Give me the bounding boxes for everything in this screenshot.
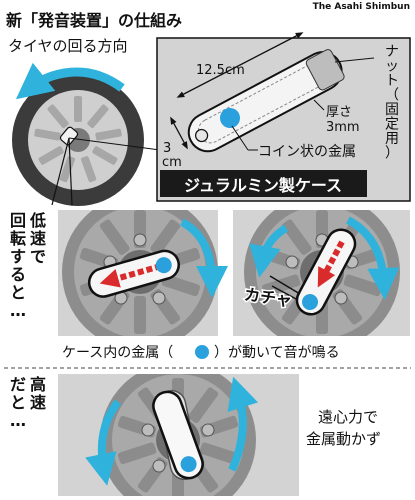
callout-line (313, 99, 325, 111)
low-label-char: で (30, 247, 46, 266)
coin-icon (155, 257, 172, 274)
high-label-char: 高 (30, 375, 46, 394)
callout-line (68, 137, 161, 151)
callout-line (334, 57, 375, 63)
nut-label-char: 定 (385, 117, 399, 133)
coin-icon (220, 108, 240, 128)
low-right-rotation-arrow-icon-2 (249, 224, 289, 278)
length-dimension-line (176, 32, 304, 98)
low-label-char: … (10, 301, 26, 320)
high-speed-note-line1: 遠心力で (318, 408, 378, 426)
high-label-char: だ (10, 375, 26, 394)
slide-arrow-icon (99, 263, 162, 288)
low-speed-label: 低速で回転すると… (10, 211, 46, 320)
top-tire-illustration (12, 74, 144, 206)
coin-metal-label: コイン状の金属 (258, 144, 356, 160)
high-speed-label: 高速だと… (10, 375, 46, 430)
case-width-unit: cm (162, 155, 182, 170)
low-right-rotation-arrow-icon (345, 216, 400, 300)
low-left-rotation-arrow-icon (179, 218, 228, 298)
tire-rotation-arrow-icon (15, 62, 125, 100)
case-thickness-label: 厚さ (326, 105, 352, 120)
case-width-number: 3 (163, 141, 171, 156)
high-label-char: 速 (30, 393, 46, 412)
caption-coin-icon (195, 345, 209, 359)
coin-icon (302, 294, 319, 311)
callout-line (68, 137, 73, 206)
nut-fixing-label: ナット（固定用） (385, 44, 399, 162)
width-dimension-line (170, 116, 188, 150)
credit-text: The Asahi Shimbun (313, 2, 410, 12)
coin-icon (180, 456, 197, 473)
low-label-char: す (10, 247, 26, 266)
high-label-char: … (10, 411, 26, 430)
page-title: 新「発音装置」の仕組み (6, 11, 182, 30)
high-rotation-arrow-icon-2 (85, 399, 122, 486)
nut-label-char: （ (385, 88, 399, 104)
case-thickness-value: 3mm (326, 120, 360, 135)
impact-line (269, 275, 301, 295)
high-case-blur (151, 389, 205, 481)
material-banner: ジュラルミン製ケース (184, 176, 342, 195)
nut-label-char: ト (385, 73, 399, 89)
low-label-char: と (10, 283, 26, 302)
tire-direction-label: タイヤの回る方向 (8, 37, 128, 55)
high-label-char: と (10, 393, 26, 412)
slide-arrow-icon (317, 240, 345, 288)
low-label-char: 低 (29, 211, 46, 230)
nut-label-char: 固 (385, 102, 399, 118)
case-length-text: 12.5cm (196, 63, 245, 78)
low-label-char: 転 (10, 229, 26, 248)
low-right-case (295, 228, 357, 316)
nut-label-char: ） (385, 146, 399, 162)
high-rotation-arrow-icon (227, 376, 259, 472)
nut-label-char: ッ (385, 59, 399, 75)
low-label-char: 速 (30, 229, 46, 248)
nut-label-char: ナ (385, 44, 399, 60)
low-speed-caption-start: ケース内の金属（ (62, 345, 173, 361)
impact-line (271, 285, 299, 301)
low-speed-caption-end: ）が動いて音が鳴る (214, 344, 340, 361)
low-left-case (87, 249, 180, 298)
low-label-char: 回 (10, 211, 26, 230)
low-label-char: る (10, 265, 26, 284)
callout-line (51, 137, 70, 206)
high-speed-note-line2: 金属動かず (306, 430, 381, 448)
nut-label-char: 用 (385, 131, 399, 147)
material-banner-bg (160, 170, 367, 197)
callout-line (231, 125, 249, 151)
